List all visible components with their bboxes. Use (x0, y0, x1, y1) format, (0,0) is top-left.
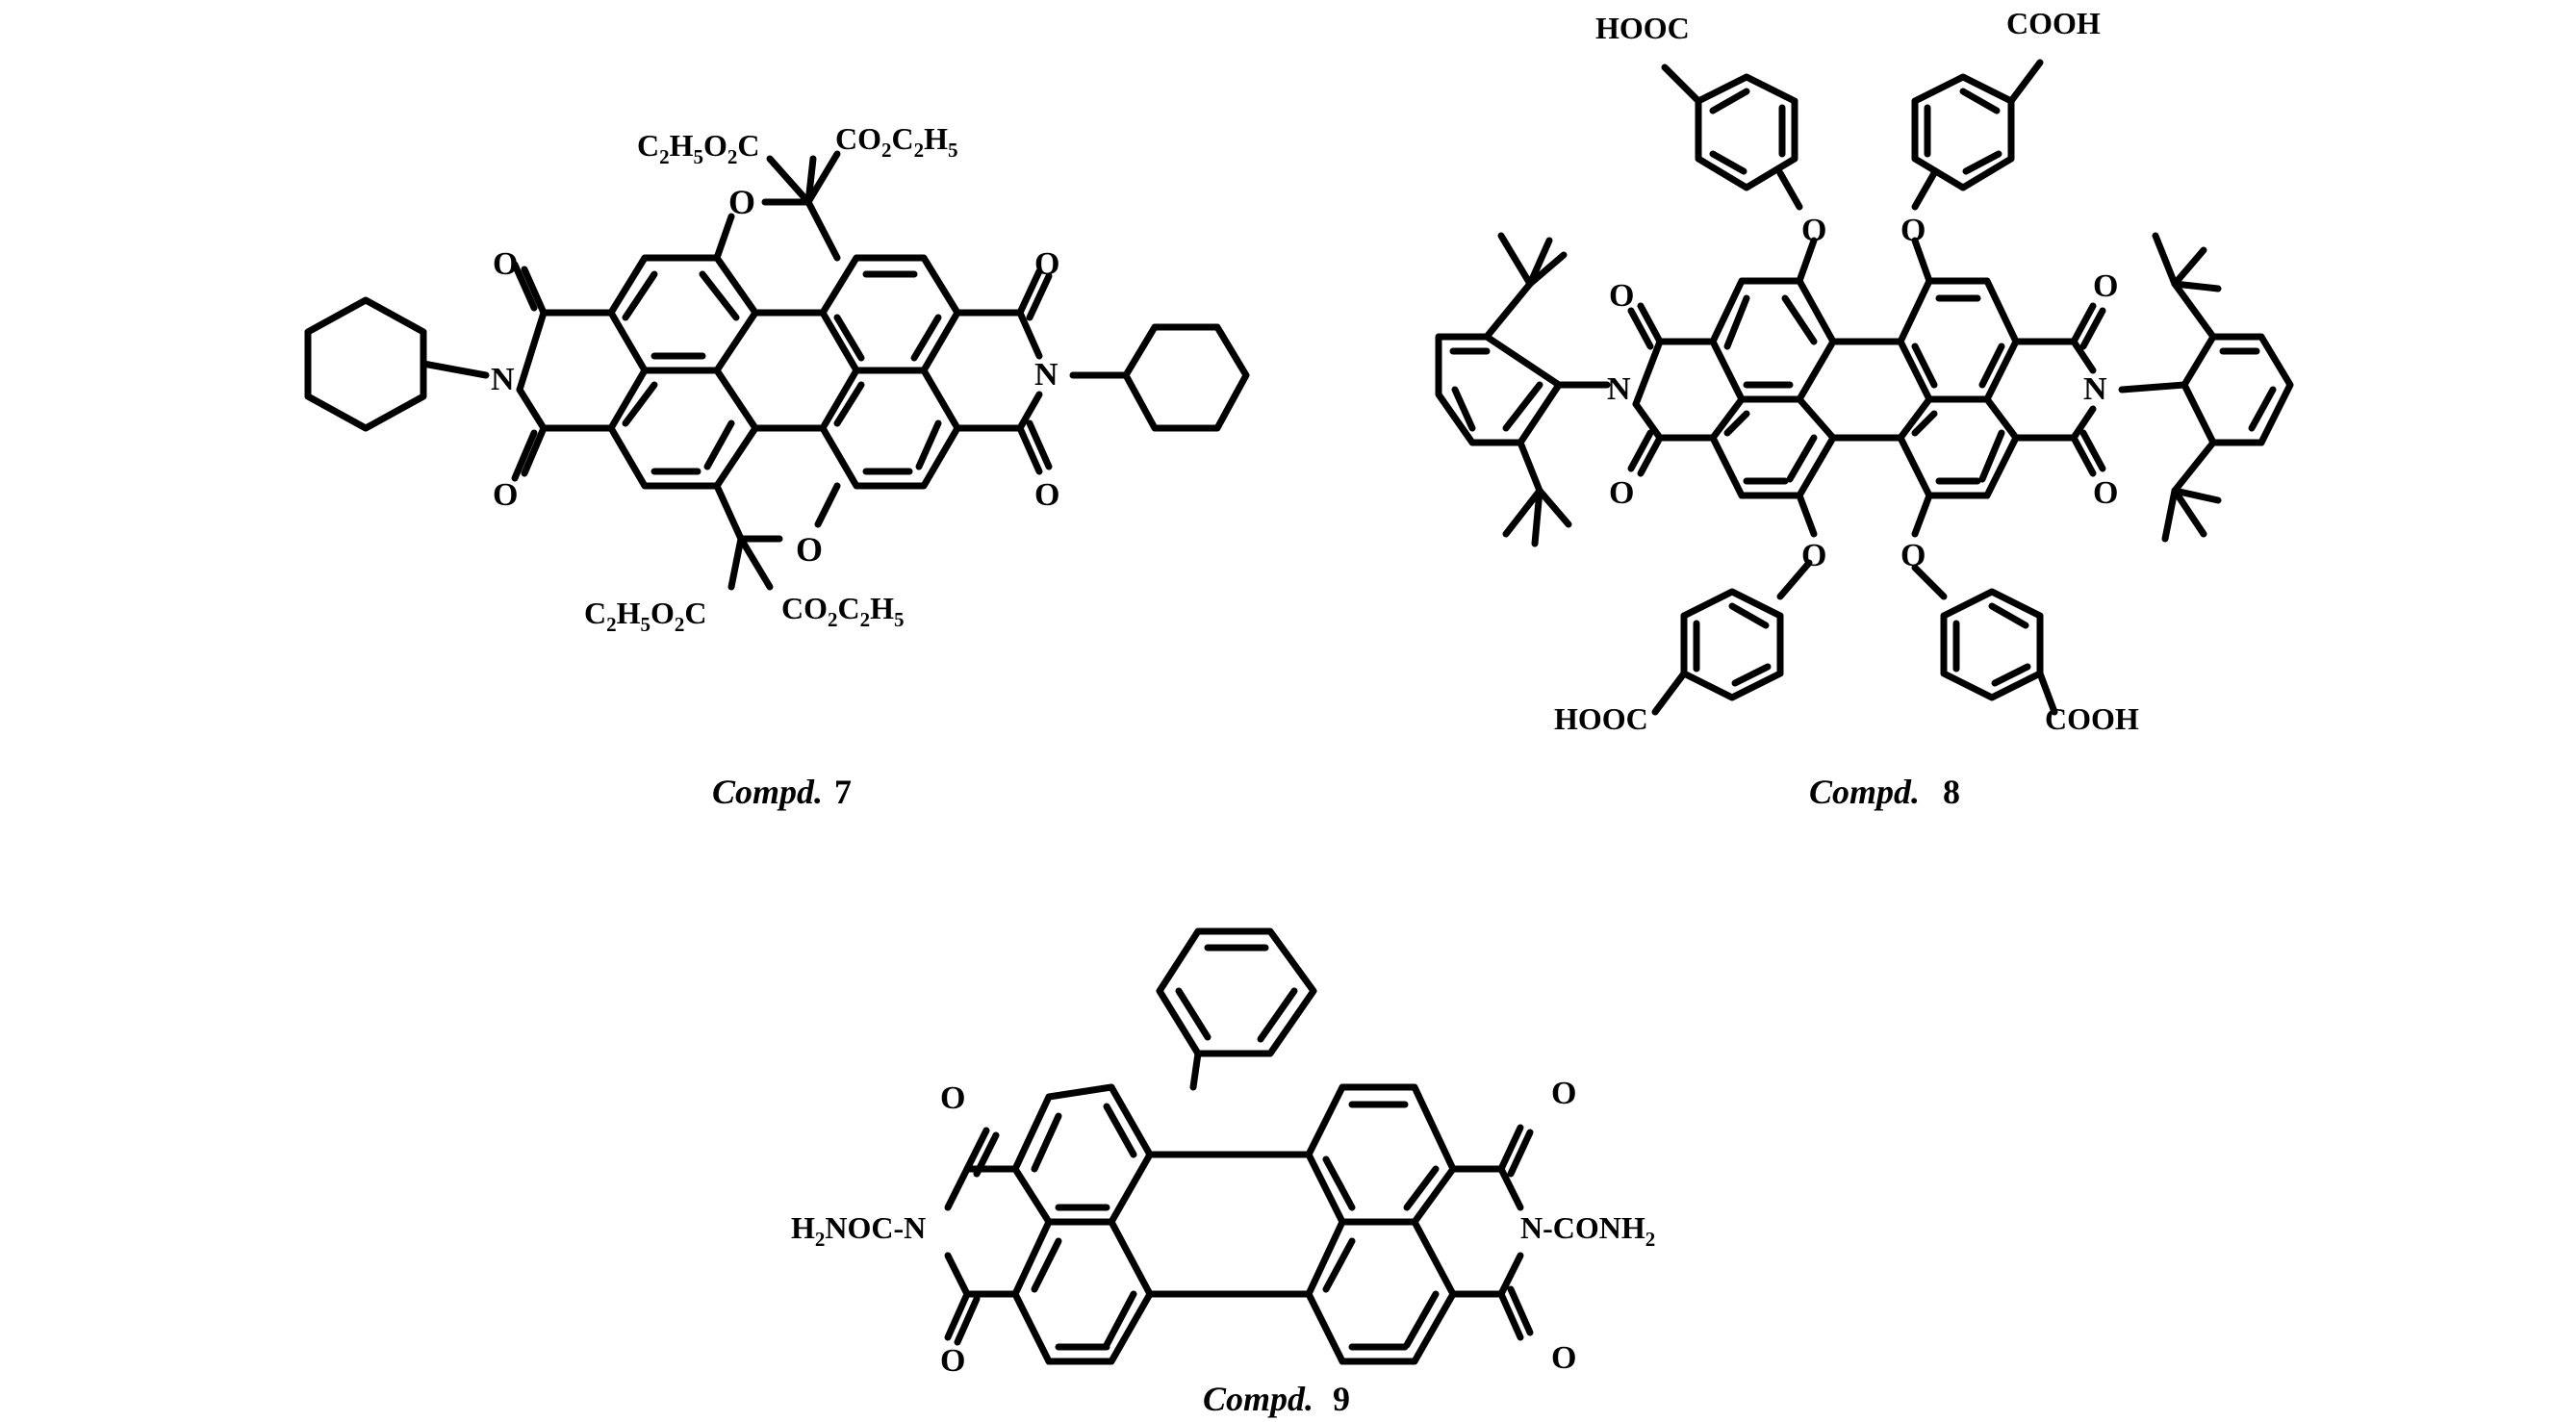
compound-8-ether-oxygen: O (1801, 538, 1826, 573)
compound-7-caption: Compd.7 (712, 773, 852, 811)
compound-7-ester-top-left: C2H5O2C (637, 128, 760, 168)
compound-9-carbonyl-oxygen: O (1551, 1076, 1576, 1111)
compound-8-acid-bottom-right: COOH (2045, 701, 2139, 736)
compound-7: N N O O O O O O C2H5O2C CO2C2H5 C2H5O2C … (304, 121, 1250, 811)
compound-7-carbonyl-oxygen: O (1034, 246, 1059, 282)
compound-8-carbonyl-oxygen: O (1609, 278, 1634, 314)
compound-7-carbonyl-oxygen: O (493, 477, 518, 513)
compound-9-carbonyl-oxygen: O (940, 1080, 965, 1116)
compound-8-acid-top-right: COOH (2006, 6, 2101, 40)
compound-7-imide-nitrogen-left: N (491, 362, 515, 397)
compound-9-carbonyl-oxygen: O (1551, 1340, 1576, 1376)
compound-7-ester-top-right: CO2C2H5 (835, 121, 958, 162)
compound-7-skeleton (304, 150, 1250, 591)
compound-8-ether-oxygen: O (1900, 538, 1926, 573)
compound-7-imide-nitrogen-right: N (1034, 357, 1058, 393)
compound-8-caption: Compd.8 (1809, 773, 1960, 811)
compound-8-carbonyl-oxygen: O (2093, 475, 2118, 511)
compound-8-imide-nitrogen-right: N (2083, 371, 2107, 407)
compound-7-ester-bottom-left: C2H5O2C (584, 596, 707, 636)
compound-7-ester-bottom-right: CO2C2H5 (781, 591, 905, 631)
compound-9-skeleton (944, 927, 1534, 1365)
compound-7-cyclohexyl-left (304, 296, 427, 432)
compound-7-carbonyl-oxygen: O (493, 246, 518, 282)
compound-7-carbonyl-oxygen: O (1034, 477, 1059, 513)
compound-8-carbonyl-oxygen: O (2093, 268, 2118, 304)
compound-8-ether-oxygen: O (1801, 213, 1826, 248)
compound-8: N N O O O O O O O O HOOC COOH HOOC COOH … (1435, 6, 2294, 811)
compound-8-carbonyl-oxygen: O (1609, 475, 1634, 511)
compound-9-left-substituent: H2NOC-N (791, 1210, 926, 1251)
compound-8-ether-oxygen: O (1900, 213, 1926, 248)
compound-8-acid-top-left: HOOC (1595, 11, 1690, 45)
compound-7-cyclohexyl-right (1122, 323, 1250, 432)
compound-9: O O O O H2NOC-N N-CONH2 Compd.9 (791, 927, 1655, 1418)
compound-7-ring-oxygen-top: O (728, 183, 755, 221)
compound-9-right-substituent: N-CONH2 (1520, 1210, 1655, 1251)
compound-9-caption: Compd.9 (1203, 1380, 1350, 1418)
compound-7-ring-oxygen-bottom: O (796, 530, 823, 569)
compound-8-acid-bottom-left: HOOC (1554, 701, 1648, 736)
compound-8-skeleton (1435, 59, 2294, 716)
compound-8-imide-nitrogen-left: N (1607, 371, 1631, 407)
compound-9-carbonyl-oxygen: O (940, 1343, 965, 1379)
